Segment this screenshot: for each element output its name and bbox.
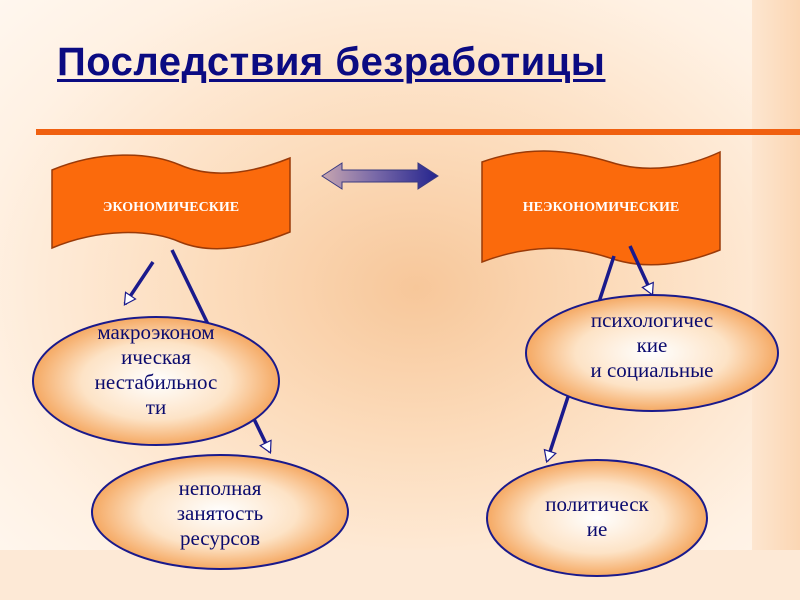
macro-instability-text: макроэконом ическая нестабильнос ти [94, 320, 218, 419]
ellipse-political [486, 459, 708, 577]
connector-right-psych [628, 245, 652, 294]
political-text: политическ ие [545, 492, 649, 541]
ellipse-macro [32, 316, 280, 446]
psych-social-text: психологичес кие и социальные [590, 308, 714, 382]
page-title: Последствия безработицы [57, 40, 606, 84]
right-banner-label: НЕЭКОНОМИЧЕСКИЕ [522, 200, 680, 215]
ellipse-psych-social [525, 294, 779, 412]
connector-left-macro [123, 261, 155, 304]
right-banner [481, 150, 721, 266]
left-banner-label: ЭКОНОМИЧЕСКИЕ [102, 200, 240, 215]
ellipse-underemployment [91, 454, 349, 570]
underemployment-text: неполная занятость ресурсов [176, 476, 264, 550]
title-divider [36, 129, 800, 135]
background-right-band [752, 0, 800, 600]
double-arrow-icon [321, 162, 439, 190]
left-banner [51, 154, 291, 250]
